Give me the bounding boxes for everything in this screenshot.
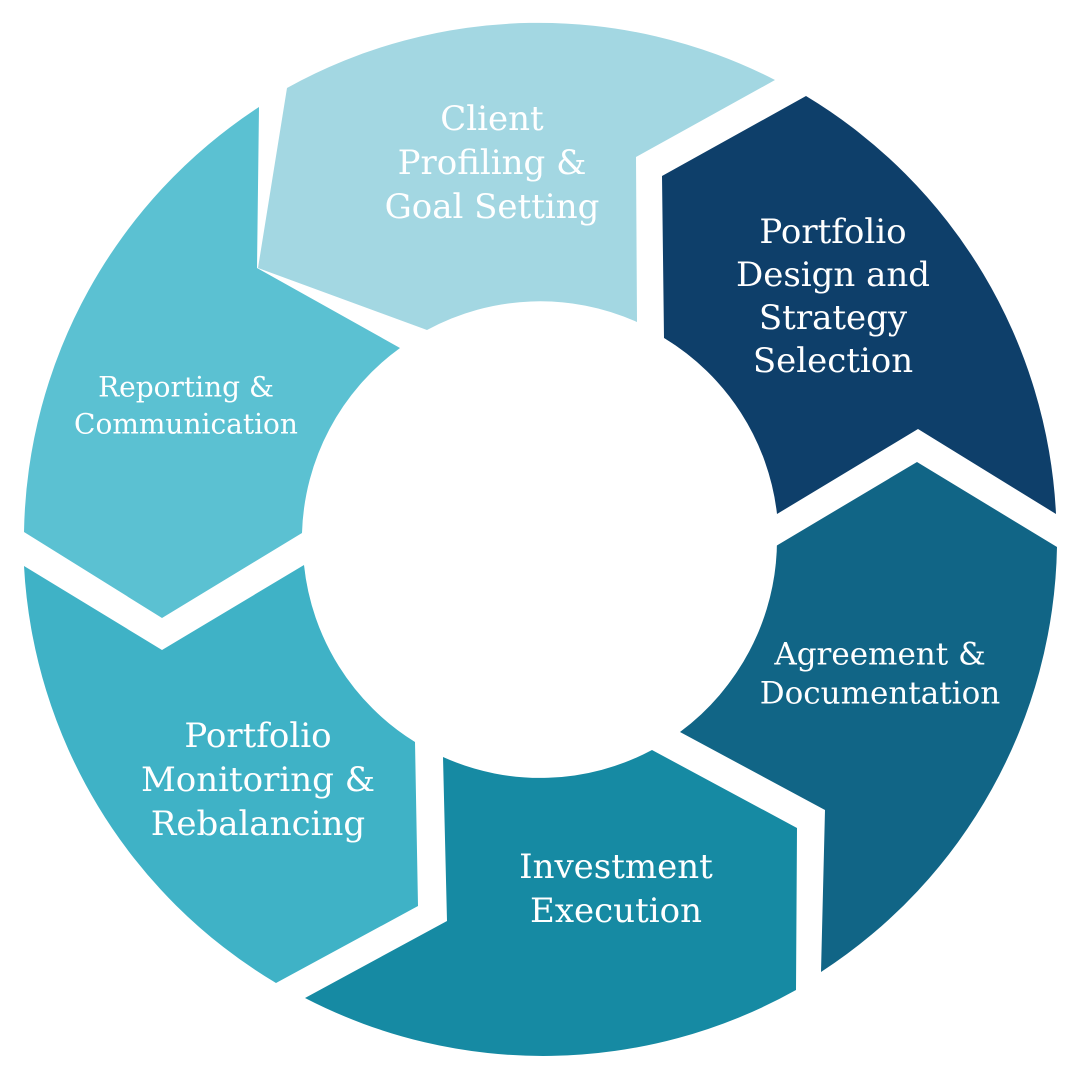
label-line: Profiling &: [398, 143, 587, 183]
label-line: Documentation: [760, 676, 1001, 712]
label-line: Reporting &: [98, 371, 274, 404]
segment-client-profiling: [258, 22, 775, 330]
label-reporting: Reporting & Communication: [74, 371, 298, 441]
label-line: Goal Setting: [385, 187, 600, 227]
segment-portfolio-design: [662, 96, 1056, 514]
label-line: Monitoring &: [141, 760, 375, 800]
label-line: Agreement &: [773, 637, 985, 673]
label-line: Strategy: [759, 298, 908, 338]
label-line: Portfolio: [759, 212, 906, 252]
label-line: Rebalancing: [151, 804, 365, 844]
label-line: Client: [440, 99, 544, 139]
label-line: Communication: [74, 408, 298, 441]
segment-portfolio-monitoring: [24, 565, 418, 983]
label-agreement: Agreement &Documentation: [760, 637, 1001, 712]
cycle-segments: [24, 22, 1057, 1056]
segment-agreement: [680, 462, 1057, 972]
label-line: Design and: [736, 255, 930, 295]
center-circle: [303, 303, 777, 777]
segment-reporting: [24, 107, 400, 618]
label-line: Execution: [530, 891, 702, 931]
segment-investment-execution: [305, 750, 797, 1056]
label-line: Investment: [519, 847, 713, 887]
label-line: Portfolio: [184, 716, 331, 756]
label-line: Selection: [753, 341, 913, 381]
